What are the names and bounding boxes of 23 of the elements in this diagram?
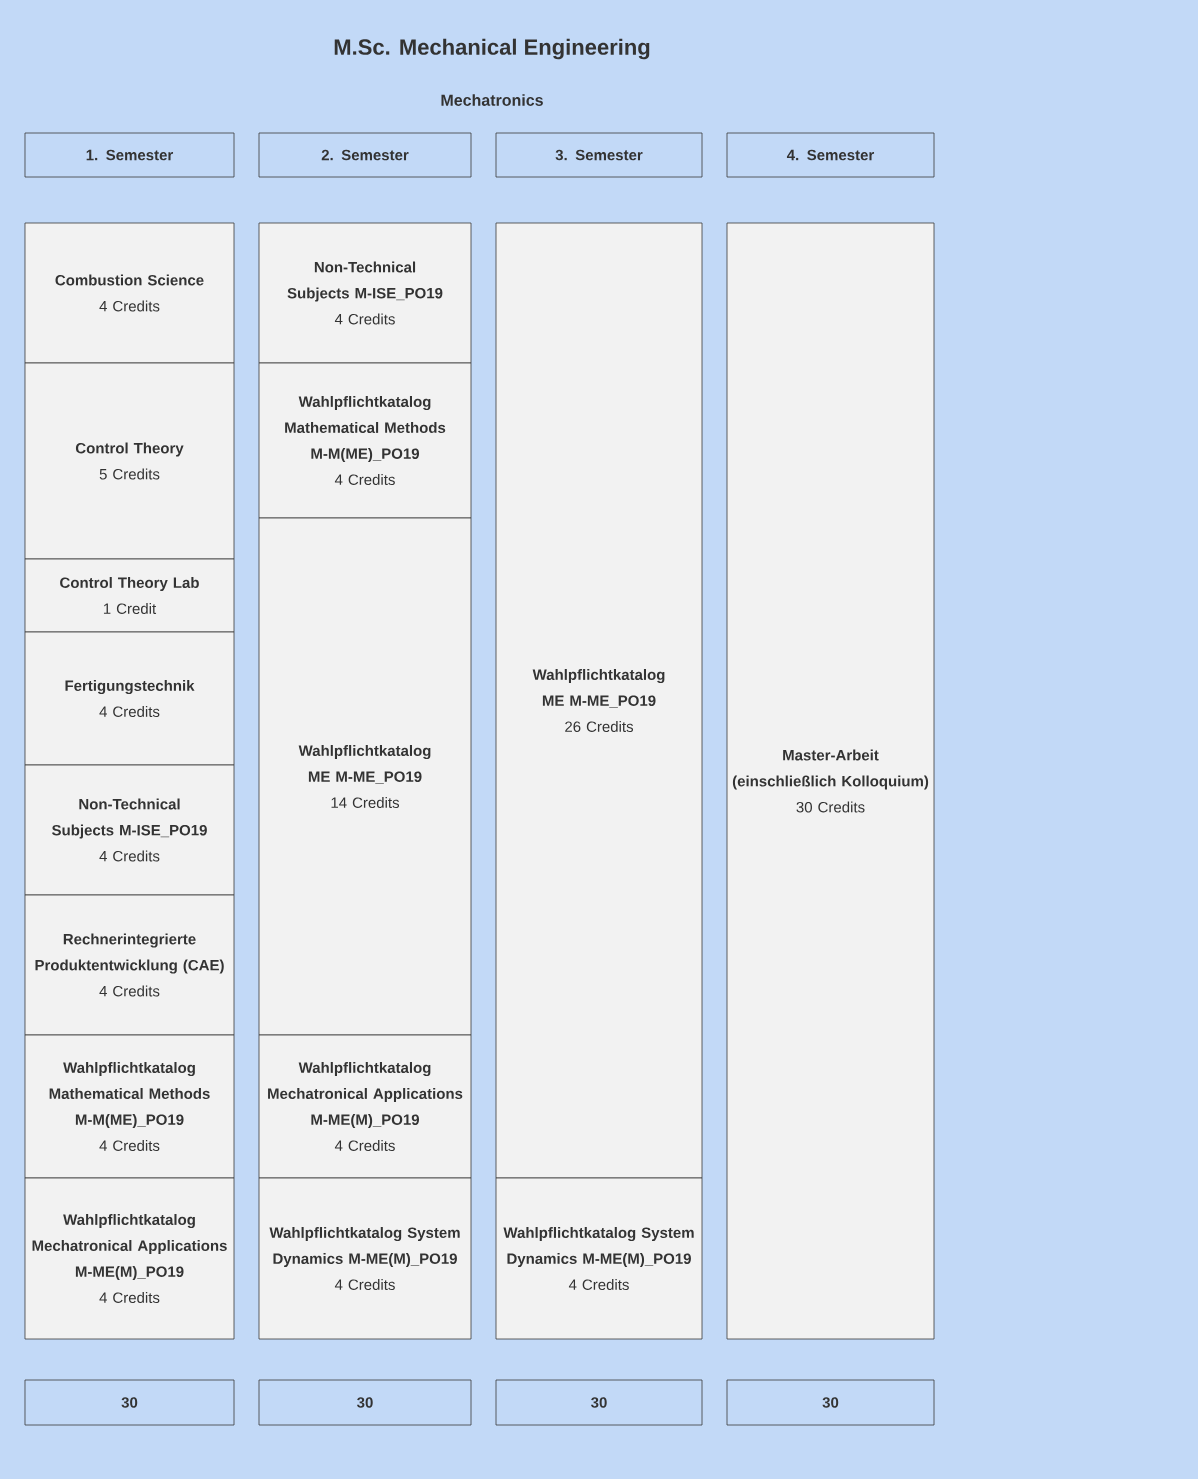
title: M.Sc. Mechanical Engineering — [334, 38, 650, 60]
module-box: Rechnerintegrierte Produktentwicklung (CAE) 4 Credits — [24, 894, 235, 1036]
module-box: Combustion Science 4 Credits — [24, 222, 235, 364]
module-box: Wahlpflichtkatalog Mechatronical Applications M-ME(M)_PO19 4 Credits — [258, 1034, 472, 1179]
credit-total-box: 30 — [495, 1379, 703, 1426]
credit-total-box: 30 — [726, 1379, 935, 1426]
module-box: Wahlpflichtkatalog Mathematical Methods M-M(ME)_PO19 4 Credits — [258, 362, 472, 519]
semester-header: 2. Semester — [258, 132, 472, 178]
module-box: Wahlpflichtkatalog Mechatronical Applications M-ME(M)_PO19 4 Credits — [24, 1177, 235, 1340]
module-box: Fertigungstechnik 4 Credits — [24, 631, 235, 766]
module-box: Wahlpflichtkatalog System Dynamics M-ME(M)_PO19 4 Credits — [495, 1177, 703, 1340]
module-box: Wahlpflichtkatalog System Dynamics M-ME(M)_PO19 4 Credits — [258, 1177, 472, 1340]
module-box: Control Theory Lab 1 Credit — [24, 558, 235, 633]
subtitle: Mechatronics — [441, 94, 543, 106]
credit-total-box: 30 — [258, 1379, 472, 1426]
semester-header: 4. Semester — [726, 132, 935, 178]
module-box: Non-Technical Subjects M-ISE_PO19 4 Credits — [258, 222, 472, 364]
module-box: Master-Arbeit (einschließlich Kolloquium) 30 Credits — [726, 222, 935, 1340]
module-box: Non-Technical Subjects M-ISE_PO19 4 Credits — [24, 764, 235, 896]
semester-header: 1. Semester — [24, 132, 235, 178]
semester-header: 3. Semester — [495, 132, 703, 178]
credit-total-box: 30 — [24, 1379, 235, 1426]
module-box: Wahlpflichtkatalog Mathematical Methods M-M(ME)_PO19 4 Credits — [24, 1034, 235, 1179]
